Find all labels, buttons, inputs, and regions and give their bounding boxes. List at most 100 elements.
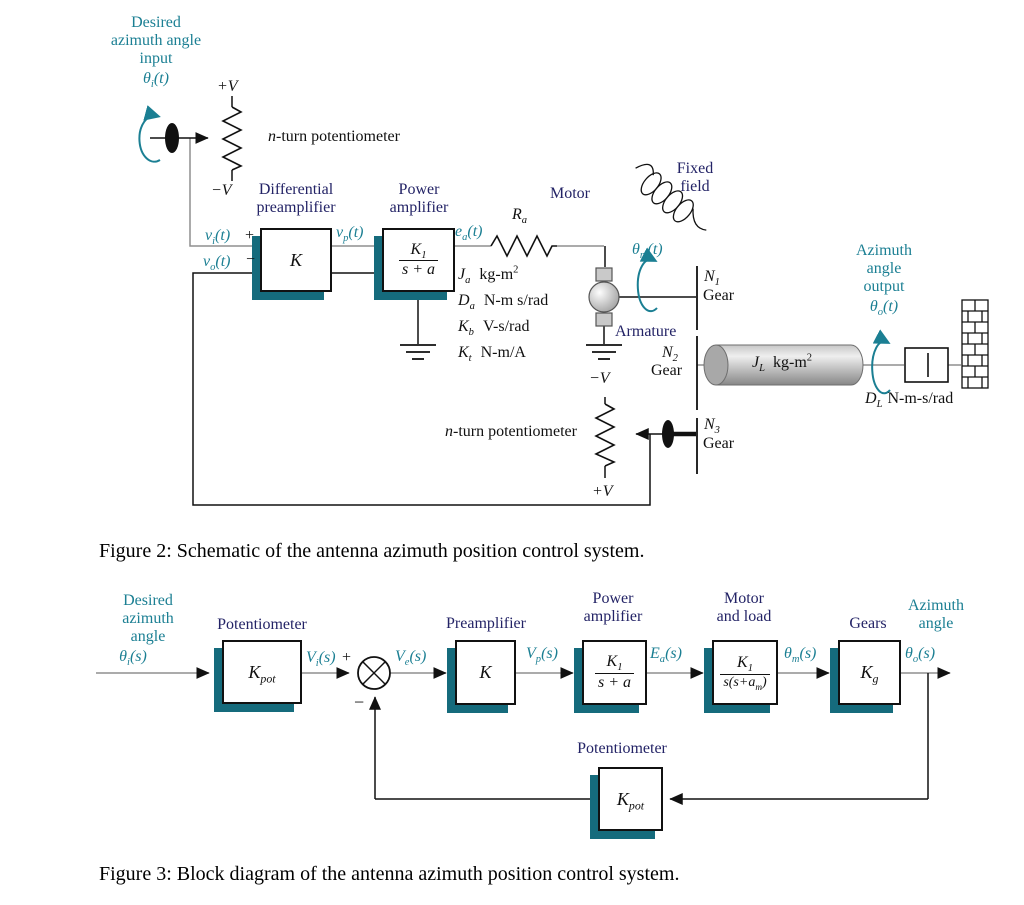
param-symbol: Kb <box>458 318 474 339</box>
fig2-motor-minus-v: −V <box>589 370 610 387</box>
input-shaft-knob-icon <box>165 123 179 153</box>
fig3-preamplifier-name: Preamplifier <box>446 615 526 632</box>
fig2-pot-plus-v: +V <box>217 78 238 95</box>
load-cylinder <box>703 344 864 386</box>
label-line: angle <box>130 627 166 645</box>
fig3-signal-ve: Ve(s) <box>395 648 427 669</box>
rotation-arrow-output-icon <box>871 329 891 395</box>
label-line: Power <box>592 590 634 607</box>
fig2-gear3-word: Gear <box>703 435 735 452</box>
param-symbol: Kt <box>458 344 472 365</box>
label-line: azimuth <box>122 609 174 627</box>
fig3-sum-plus-sign: + <box>342 649 352 666</box>
label-line: azimuth angle <box>110 31 202 49</box>
fig2-signal-vi: vi(t) <box>205 227 231 248</box>
fig2-pot-minus-v: −V <box>211 182 232 199</box>
fig2-pot-bottom-plus-v: +V <box>592 483 613 500</box>
fig3-feedback-pot-name: Potentiometer <box>577 740 667 757</box>
fig2-Ra-label: Ra <box>512 206 528 227</box>
load-inertia-unit: kg-m2 <box>772 352 813 371</box>
fig3-poweramp-transfer-function: K1 s + a <box>594 653 635 692</box>
fig2-fixed-field-label: Fixed field <box>677 160 713 196</box>
fig2-input-label: Desired azimuth angle input θi(t) <box>110 14 202 90</box>
label-line: Differential <box>258 181 334 198</box>
damper-symbol <box>904 347 949 383</box>
input-potentiometer-resistor <box>221 106 243 171</box>
rotation-arrow-input-icon <box>138 105 161 163</box>
fig2-preamplifier-name: Differential preamplifier <box>256 181 335 217</box>
rotation-arrow-motor-icon <box>636 247 658 313</box>
fig3-motorload-denominator: s(s+am) <box>720 673 770 691</box>
figure3-caption: Figure 3: Block diagram of the antenna a… <box>99 863 680 885</box>
fig3-motorload-name: Motor and load <box>717 590 772 626</box>
fig2-output-label: Azimuth angle output θo(t) <box>856 242 912 318</box>
fig2-n-turn-pot-bottom-label: n-turn potentiometer <box>445 423 577 440</box>
param-unit: V-s/rad <box>482 318 530 335</box>
fig3-motorload-transfer-function: K1 s(s+am) <box>720 654 770 691</box>
label-line: output <box>863 277 905 295</box>
fig3-potentiometer-block: Kpot <box>222 640 302 704</box>
fig2-param-row: Da N-m s/rad <box>458 292 549 313</box>
fig2-param-row: Kb V-s/rad <box>458 318 530 339</box>
fig3-poweramp-name: Power amplifier <box>584 590 643 626</box>
fig2-poweramp-numerator: K1 <box>410 240 427 261</box>
label-line: Desired <box>123 592 173 609</box>
fig2-gear2-word: Gear <box>651 362 683 379</box>
fig2-signal-vp: vp(t) <box>336 224 364 245</box>
fig3-input-label: Desired azimuth angle <box>122 592 174 646</box>
label-line: Azimuth <box>856 242 912 259</box>
fig3-potentiometer-gain: Kpot <box>248 661 276 686</box>
param-symbol: Ja <box>458 266 471 287</box>
fig3-poweramp-numerator: K1 <box>606 653 623 674</box>
motor-symbol <box>588 267 620 327</box>
label-line: preamplifier <box>256 198 336 216</box>
fig3-gears-gain: Kg <box>860 662 879 686</box>
fig2-black-wires <box>150 96 696 506</box>
fig2-plus-input-sign: + <box>245 227 255 244</box>
fig2-poweramp-denominator: s + a <box>398 260 439 279</box>
ground-icon-motor <box>586 344 622 360</box>
label-line: input <box>139 49 173 67</box>
load-inertia-symbol: JL <box>752 354 765 375</box>
param-unit: N-m s/rad <box>483 292 549 309</box>
label-line: angle <box>866 259 902 277</box>
load-damping-unit: N-m-s/rad <box>887 390 954 407</box>
label-line: and load <box>716 607 772 625</box>
fig3-poweramp-denominator: s + a <box>594 672 635 692</box>
load-damping-symbol: DL <box>865 390 883 411</box>
fig3-feedback-wires <box>369 673 929 805</box>
fig2-load-inertia-label: JL kg-m2 <box>752 352 813 375</box>
param-symbol: Da <box>458 292 475 313</box>
label-line: angle <box>918 614 954 632</box>
fig3-motorload-numerator: K1 <box>737 654 753 675</box>
fig3-feedback-pot-block: Kpot <box>598 767 663 831</box>
fig2-gear1-word: Gear <box>703 287 735 304</box>
fig2-theta-o: θo(t) <box>869 297 899 318</box>
label-line: Motor <box>724 590 764 607</box>
fig2-motor-label: Motor <box>550 185 590 202</box>
fig3-output-label: Azimuth angle <box>908 597 964 633</box>
fig3-signal-vp: Vp(s) <box>526 645 558 666</box>
param-unit: N-m/A <box>480 344 526 361</box>
fig3-theta-m: θm(s) <box>784 645 817 666</box>
label-line: Power <box>398 181 440 198</box>
fig2-param-row: Kt N-m/A <box>458 344 526 365</box>
fig3-feedback-pot-gain: Kpot <box>616 788 645 813</box>
fig2-armature-label: Armature <box>615 323 677 340</box>
fig3-gears-block: Kg <box>838 640 901 705</box>
fig3-theta-i: θi(s) <box>119 648 147 669</box>
fig3-potentiometer-name: Potentiometer <box>217 616 307 633</box>
fig3-preamplifier-block: K <box>455 640 516 705</box>
label-line: Fixed <box>676 160 714 177</box>
fig2-preamplifier-block: K <box>260 228 332 292</box>
fig2-signal-vo: vo(t) <box>203 253 231 274</box>
fig2-poweramp-block: K1 s + a <box>382 228 455 292</box>
wall-icon <box>961 299 989 389</box>
fig2-signal-ea: ea(t) <box>455 223 483 244</box>
figure2-caption: Figure 2: Schematic of the antenna azimu… <box>99 540 645 562</box>
fig2-n-turn-pot-label: n-turn potentiometer <box>268 128 400 145</box>
fixed-field-coil-icon <box>635 163 707 231</box>
armature-resistance-Ra <box>490 234 557 258</box>
fig2-theta-i: θi(t) <box>143 69 169 90</box>
